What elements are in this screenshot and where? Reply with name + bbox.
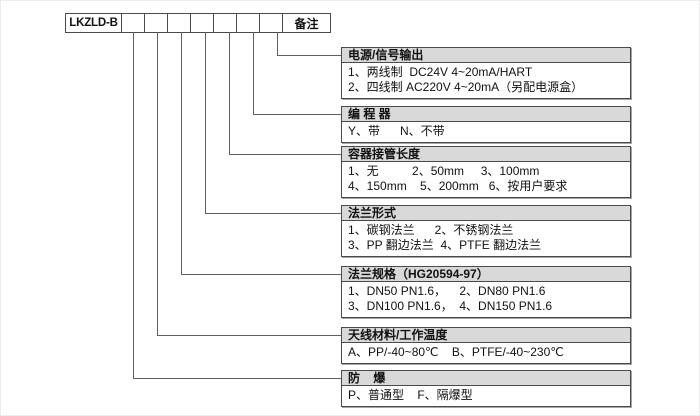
option-line: P、普通型 F、隔爆型 [348, 388, 473, 402]
model-code-cell-1 [121, 13, 145, 33]
model-code-cell-7 [259, 13, 283, 33]
connector-line-flange-type [205, 32, 342, 214]
connector-line-explosion-proof [133, 32, 342, 379]
section-power-signal-output: 电源/信号输出 1、两线制 DC24V 4~20mA/HART 2、四线制 AC… [341, 47, 631, 99]
connector-line-power-signal-output [277, 32, 342, 56]
model-code-cell-5 [213, 13, 237, 33]
section-title: 法兰形式 [341, 205, 631, 221]
option-line: 2、四线制 AC220V 4~20mA（另配电源盒） [348, 80, 584, 94]
section-title: 容器接管长度 [341, 146, 631, 162]
section-programmer: 编 程 器 Y、带 N、不带 [341, 106, 631, 143]
option-line: 3、PP 翻边法兰 4、PTFE 翻边法兰 [348, 238, 542, 252]
option-line: 4、150mm 5、200mm 6、按用户要求 [348, 179, 568, 193]
section-flange-spec: 法兰规格（HG20594-97） 1、DN50 PN1.6， 2、DN80 PN… [341, 266, 631, 318]
remark-box: 备注 [282, 13, 331, 33]
model-prefix-box: LKZLD-B [65, 13, 122, 33]
section-options: P、普通型 F、隔爆型 [341, 386, 631, 407]
section-title: 电源/信号输出 [341, 47, 631, 63]
section-options: Y、带 N、不带 [341, 122, 631, 143]
section-options: 1、DN50 PN1.6， 2、DN80 PN1.6 3、DN100 PN1.6… [341, 282, 631, 318]
section-explosion-proof: 防 爆 P、普通型 F、隔爆型 [341, 370, 631, 407]
model-code-cell-6 [236, 13, 260, 33]
option-line: 3、DN100 PN1.6， 4、DN150 PN1.6 [348, 299, 553, 313]
connector-line-vessel-nozzle-length [229, 32, 342, 155]
option-line: 1、两线制 DC24V 4~20mA/HART [348, 65, 533, 79]
model-code-cell-4 [190, 13, 214, 33]
model-code-cell-2 [144, 13, 168, 33]
option-line: Y、带 N、不带 [348, 124, 445, 138]
connector-line-antenna-material [157, 32, 342, 336]
section-title: 编 程 器 [341, 106, 631, 122]
section-options: 1、两线制 DC24V 4~20mA/HART 2、四线制 AC220V 4~2… [341, 63, 631, 99]
section-title: 天线材料/工作温度 [341, 327, 631, 343]
section-title: 法兰规格（HG20594-97） [341, 266, 631, 282]
section-options: A、PP/-40~80℃ B、PTFE/-40~230℃ [341, 343, 631, 364]
option-line: A、PP/-40~80℃ B、PTFE/-40~230℃ [348, 345, 564, 359]
section-options: 1、碳钢法兰 2、不锈钢法兰 3、PP 翻边法兰 4、PTFE 翻边法兰 [341, 221, 631, 257]
section-options: 1、无 2、50mm 3、100mm 4、150mm 5、200mm 6、按用户… [341, 162, 631, 198]
model-code-cell-3 [167, 13, 191, 33]
connector-line-flange-spec [181, 32, 342, 275]
section-vessel-nozzle-length: 容器接管长度 1、无 2、50mm 3、100mm 4、150mm 5、200m… [341, 146, 631, 198]
model-code-row: LKZLD-B 备注 [65, 13, 331, 33]
section-flange-type: 法兰形式 1、碳钢法兰 2、不锈钢法兰 3、PP 翻边法兰 4、PTFE 翻边法… [341, 205, 631, 257]
section-antenna-material-working-temperature: 天线材料/工作温度 A、PP/-40~80℃ B、PTFE/-40~230℃ [341, 327, 631, 364]
option-line: 1、碳钢法兰 2、不锈钢法兰 [348, 223, 514, 237]
connector-line-programmer [253, 32, 342, 115]
option-line: 1、DN50 PN1.6， 2、DN80 PN1.6 [348, 284, 546, 298]
option-line: 1、无 2、50mm 3、100mm [348, 164, 540, 178]
section-title: 防 爆 [341, 370, 631, 386]
